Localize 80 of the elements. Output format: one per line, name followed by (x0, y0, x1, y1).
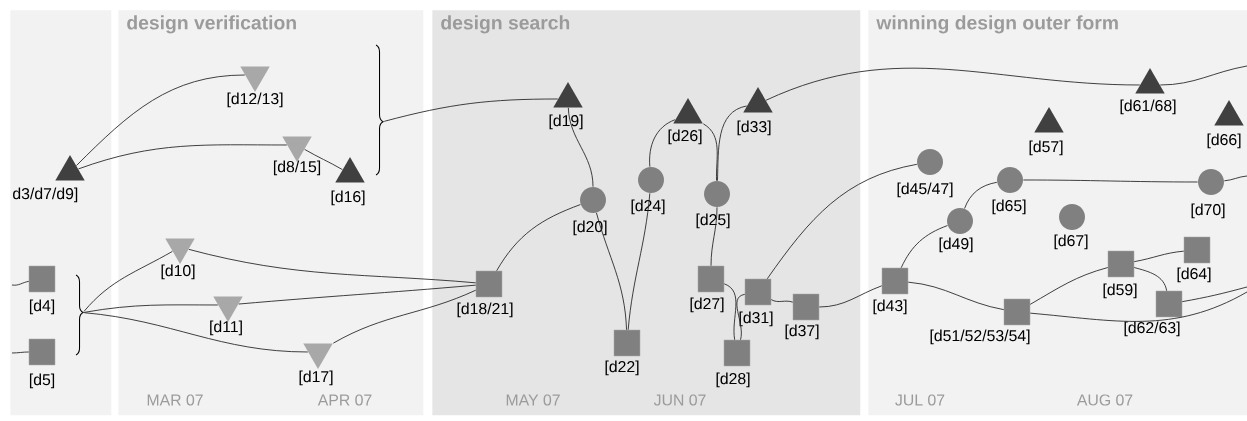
node-label: [d5] (29, 373, 55, 389)
node-label: [d62/63] (1124, 321, 1180, 337)
node-label: [d11] (210, 320, 242, 336)
connector-line (304, 149, 343, 170)
connector-line (496, 204, 581, 272)
node-label: [d61/68] (1120, 99, 1176, 115)
node-label: [d67] (1054, 234, 1088, 250)
connector-line (1133, 267, 1168, 292)
node-label: [d57] (1029, 140, 1063, 156)
connector-line (1022, 179, 1199, 183)
connector-line (710, 206, 718, 267)
month-label: APR 07 (317, 394, 372, 406)
node-label: [d26] (668, 129, 702, 145)
curly-brace (375, 44, 384, 176)
node-label: [d4] (29, 299, 55, 315)
month-label: MAR 07 (147, 394, 203, 406)
curly-brace (75, 274, 84, 356)
connector-line (78, 144, 288, 170)
connector-line (1029, 291, 1247, 322)
connector-line (1181, 286, 1247, 303)
node-label: [d17] (299, 370, 333, 386)
connector-line (83, 304, 219, 313)
connector-line (627, 192, 651, 331)
connector-line (188, 248, 477, 284)
node-label: [d22] (605, 360, 639, 376)
timeline-band (10, 10, 112, 416)
connector-line (723, 283, 737, 341)
node-label: [d27] (690, 297, 724, 313)
connector-line (1029, 267, 1109, 305)
node-label: [d37] (785, 324, 819, 340)
node-label: [d18/21] (457, 302, 513, 318)
node-label: [d28] (716, 372, 750, 388)
connector-line (770, 299, 794, 303)
connector-line (383, 98, 559, 122)
month-label: JUL 07 (895, 394, 945, 406)
node-label: [d65] (992, 199, 1026, 215)
node-label: [d16] (331, 190, 365, 206)
node-label: [d45/47] (897, 182, 953, 198)
connector-line (83, 312, 309, 353)
node-label: [d49] (939, 237, 973, 253)
node-label: [d25] (696, 213, 730, 229)
connector-line (332, 289, 477, 344)
connector-line (717, 105, 748, 182)
node-label: [d43] (873, 299, 907, 315)
connector-line (596, 212, 627, 331)
connector-line (818, 285, 883, 308)
connector-line (238, 284, 477, 305)
node-label: [d10] (161, 264, 195, 280)
node-label: [d24] (631, 199, 665, 215)
connector-line (83, 251, 173, 312)
month-label: AUG 07 (1076, 394, 1133, 406)
node-label: [d51/52/53/54] (930, 329, 1030, 345)
connector-line (567, 107, 594, 188)
node-label: [d8/15] (273, 160, 321, 176)
node-label: d3/d7/d9] (13, 187, 78, 203)
connector-line (964, 181, 998, 209)
connector-line (702, 123, 718, 182)
node-label: [d59] (1103, 283, 1137, 299)
node-label: [d66] (1207, 133, 1241, 149)
node-label: [d33] (737, 120, 771, 136)
connector-line (76, 74, 246, 166)
month-label: JUN 07 (653, 394, 706, 406)
connector-line (900, 225, 948, 269)
connector-line (1223, 175, 1247, 182)
connector-line (11, 280, 30, 286)
connector-line (1133, 250, 1185, 263)
connector-line (907, 281, 1005, 311)
connector-line (1159, 65, 1247, 86)
node-label: [d20] (573, 220, 607, 236)
connector-line (736, 293, 746, 341)
node-label: [d70] (1191, 203, 1225, 219)
connector-line (765, 67, 1141, 101)
connector-line (766, 163, 918, 280)
node-label: [d31] (739, 311, 773, 327)
node-label: [d19] (549, 114, 583, 130)
connector-line (11, 351, 30, 354)
node-label: [d12/13] (227, 92, 283, 108)
node-label: [d64] (1177, 267, 1211, 283)
connector-line (649, 119, 676, 168)
month-label: MAY 07 (506, 394, 560, 406)
